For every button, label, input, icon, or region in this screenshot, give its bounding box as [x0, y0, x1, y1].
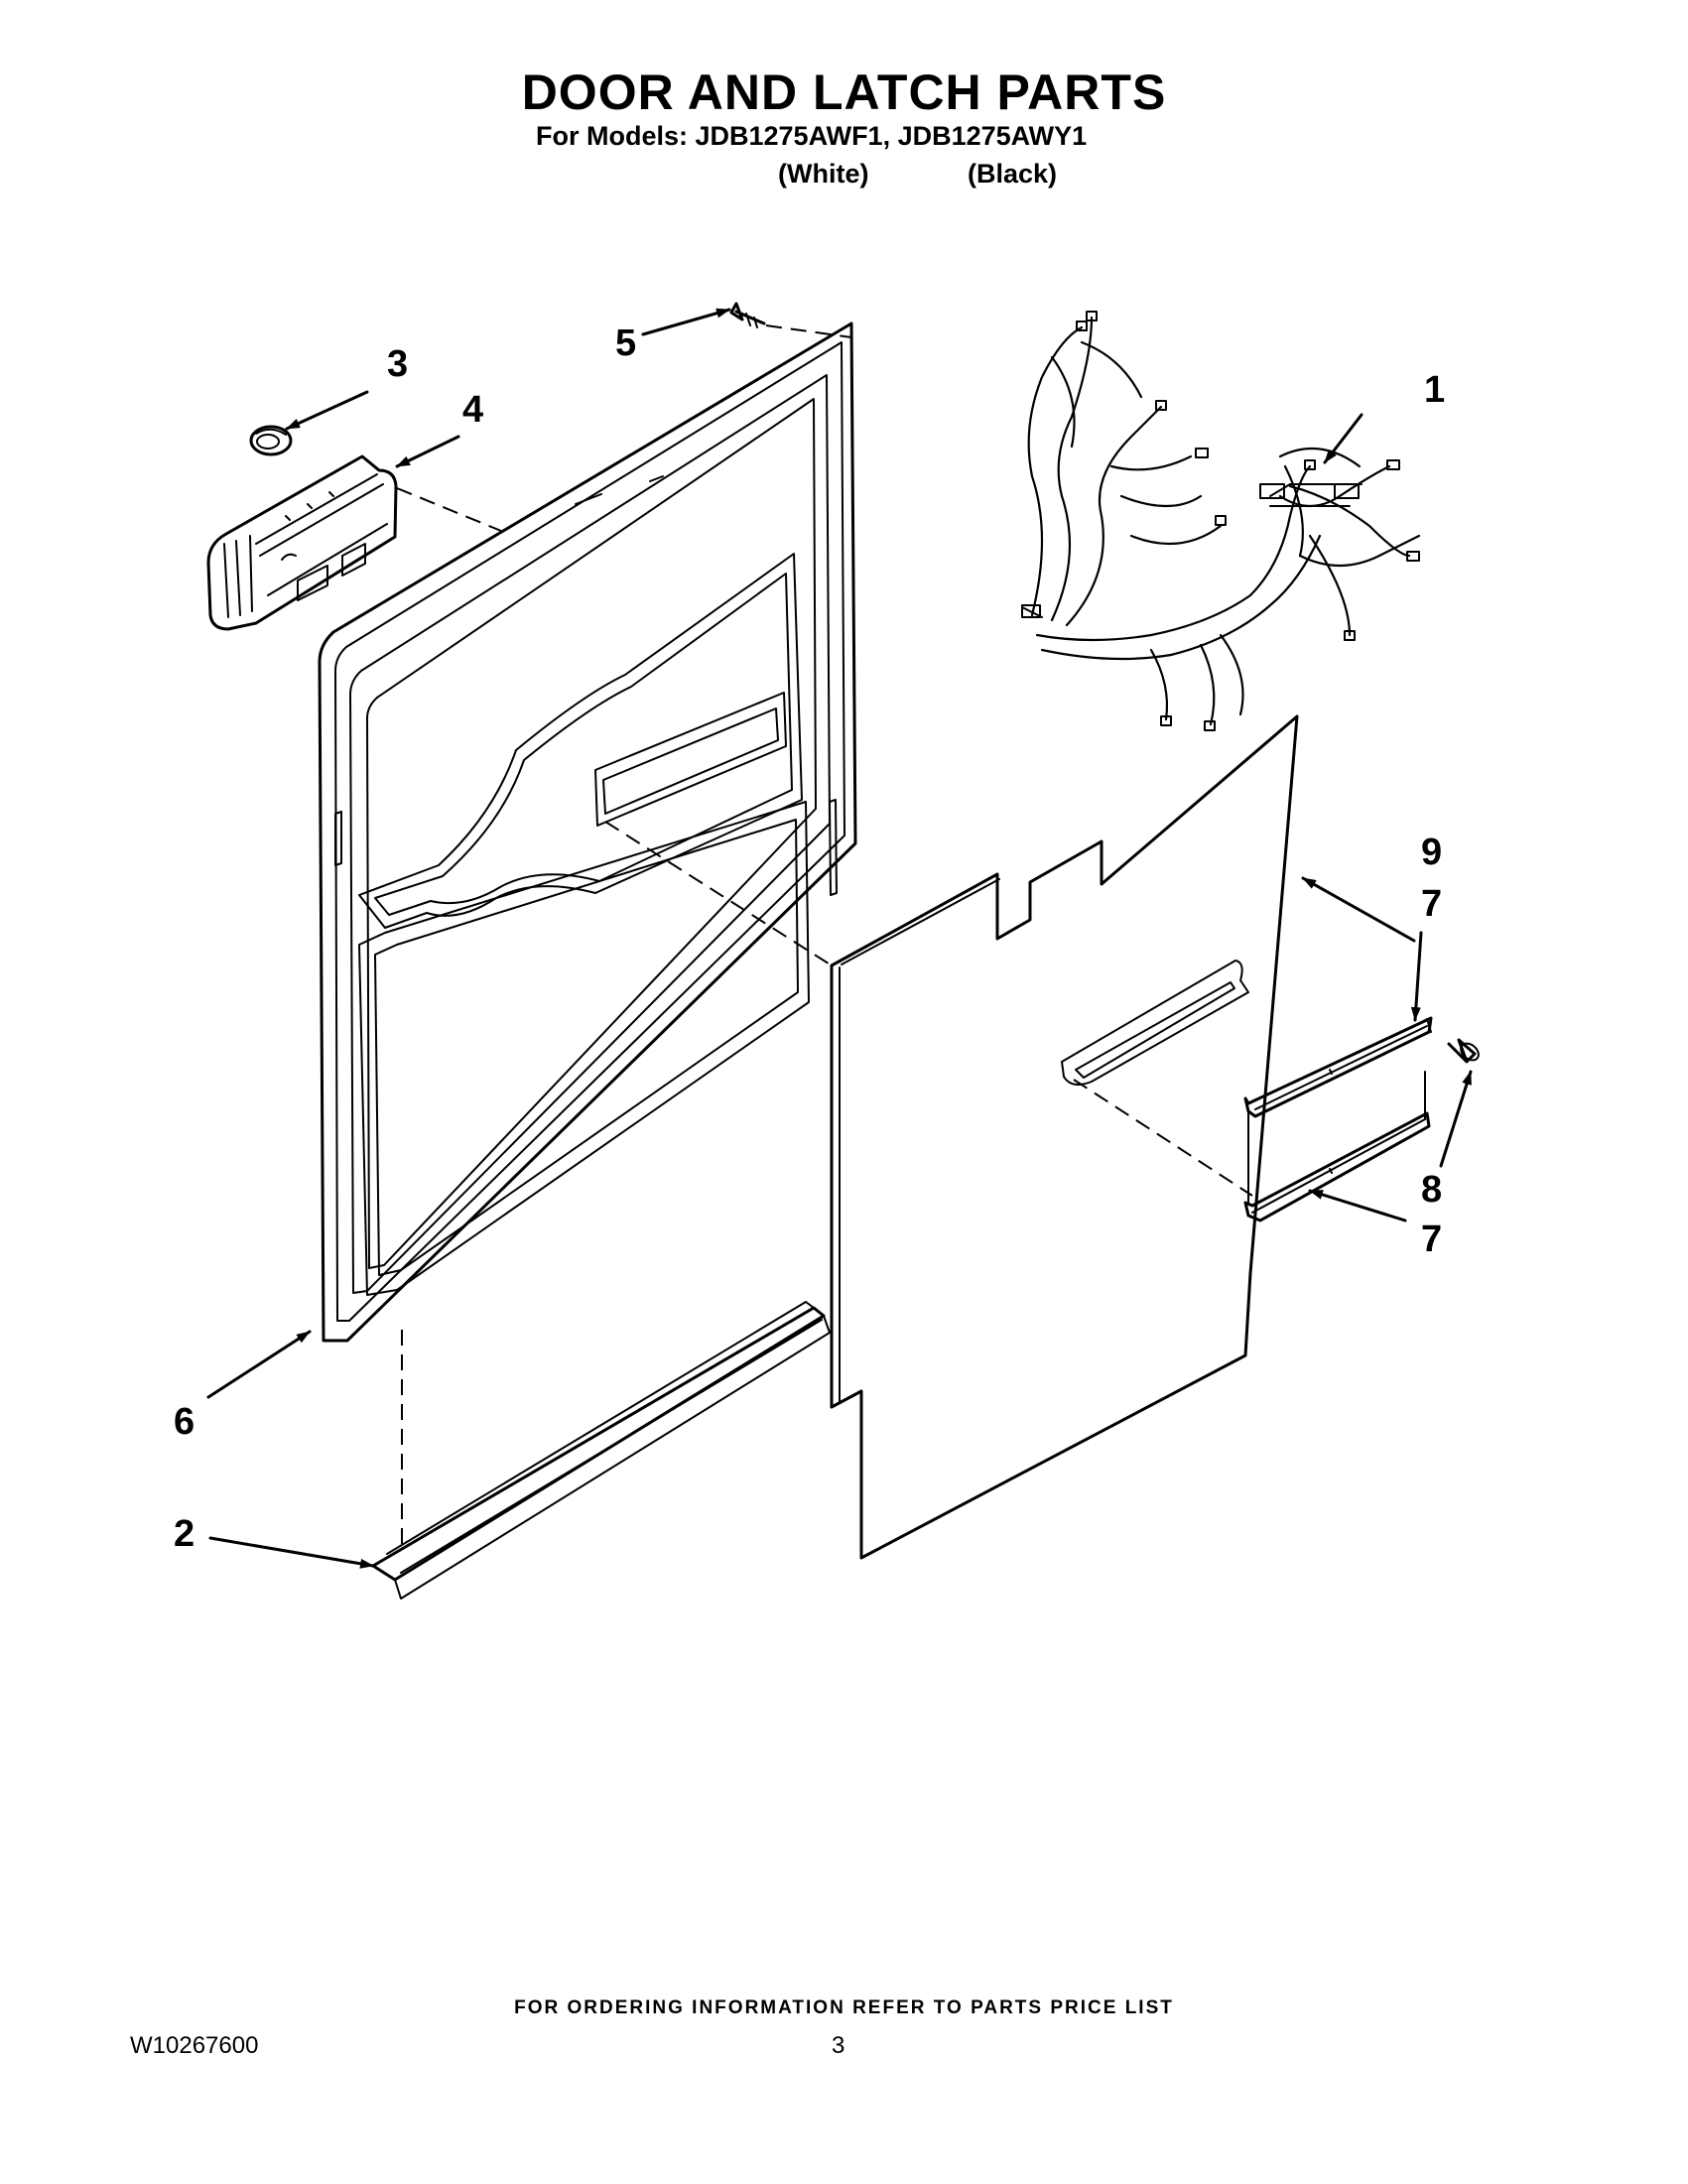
screw-part [729, 302, 766, 328]
ordering-info-note: FOR ORDERING INFORMATION REFER TO PARTS … [514, 1997, 1174, 2018]
latch-bracket-upper [1243, 1016, 1433, 1118]
callout-4: 4 [462, 389, 484, 431]
callout-8: 8 [1421, 1169, 1443, 1211]
callout-5: 5 [615, 322, 637, 364]
page-number: 3 [832, 2032, 845, 2059]
latch-bracket-lower [1243, 1071, 1431, 1222]
callout-2: 2 [174, 1513, 195, 1555]
document-number: W10267600 [130, 2032, 259, 2059]
page-title: DOOR AND LATCH PARTS [521, 64, 1167, 120]
callout-leader-arrows [206, 308, 1473, 1569]
outer-door-panel [830, 714, 1299, 1560]
exploded-view-guide-lines [396, 324, 1253, 1548]
model-list: For Models: JDB1275AWF1, JDB1275AWY1 [536, 121, 1088, 151]
callout-1: 1 [1424, 369, 1446, 411]
model-color-white: (White) [778, 159, 869, 189]
knob-part [249, 425, 293, 456]
callout-7-upper: 7 [1421, 883, 1443, 925]
model-color-black: (Black) [968, 159, 1058, 189]
callout-3: 3 [387, 343, 409, 385]
door-seal-strip [371, 1301, 831, 1600]
inner-door-panel [318, 321, 857, 1343]
bracket-screw-part [1447, 1038, 1480, 1064]
control-console [206, 454, 398, 631]
callout-6: 6 [174, 1401, 195, 1443]
callout-7-lower: 7 [1421, 1219, 1443, 1260]
callout-9: 9 [1421, 832, 1443, 873]
wire-harness-part [1021, 311, 1421, 731]
